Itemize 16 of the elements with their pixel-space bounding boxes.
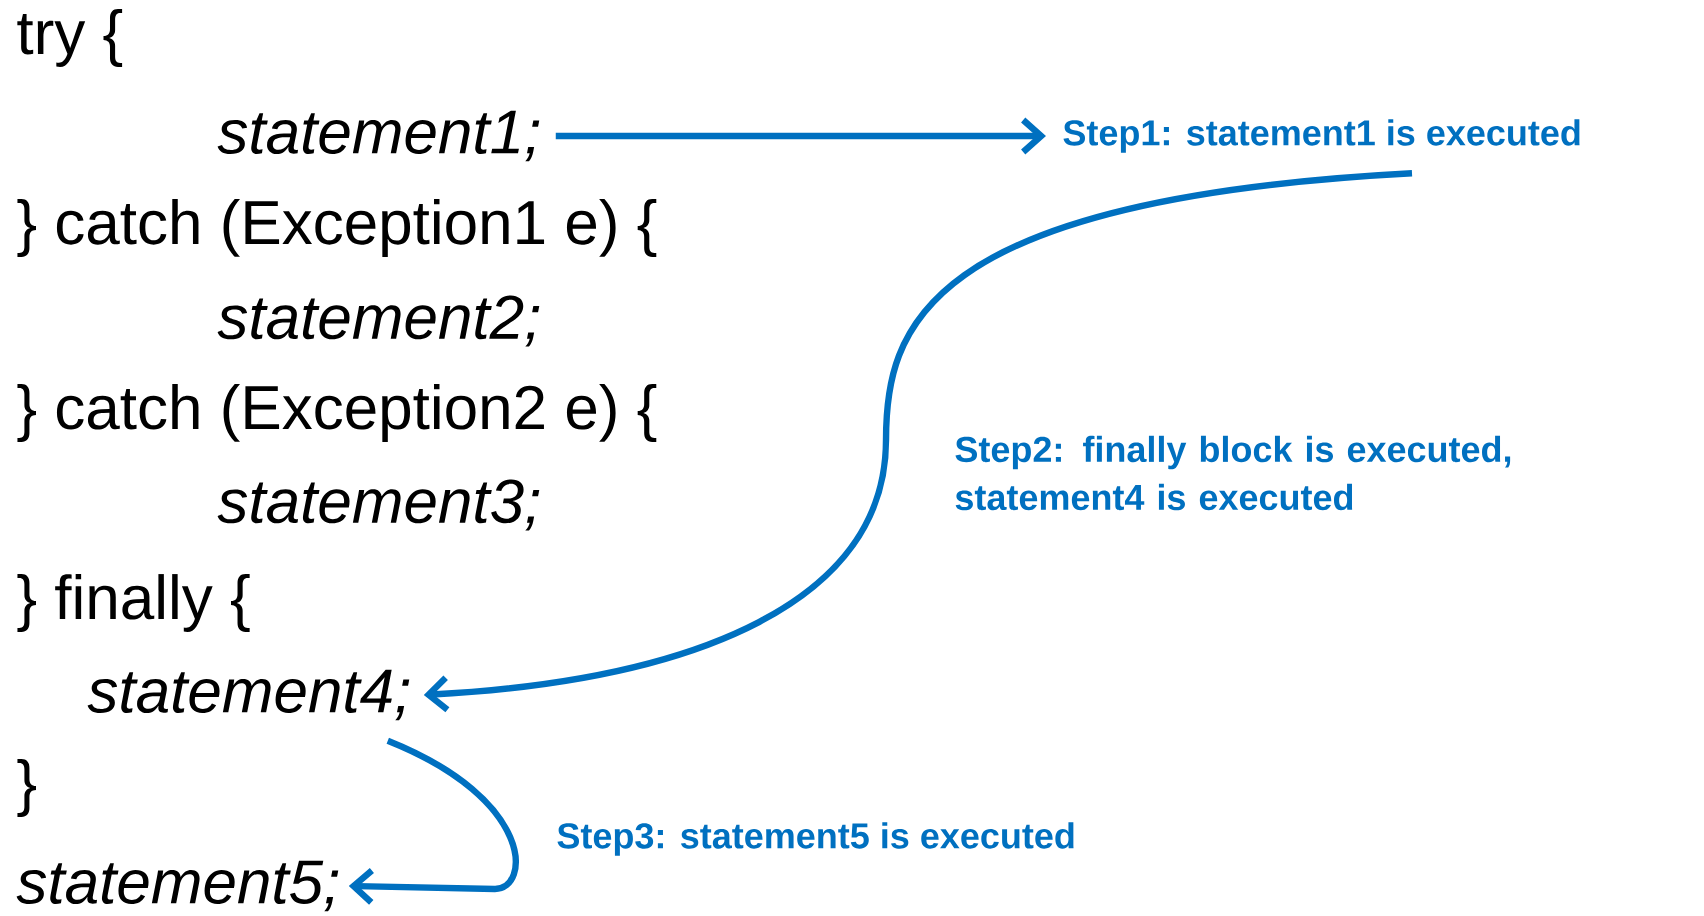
code-line: try { [17,9,123,67]
code-line: statement3; [217,479,540,531]
edge-label: Step3: statement5 is executed [557,822,1074,856]
code-line: statement2; [217,295,540,347]
edge-label: Step2: finally block is executed, statement4 is executed [955,435,1511,511]
code-line: statement1; [217,110,540,162]
code-line: } catch (Exception1 e) { [17,199,657,257]
arrow [348,737,519,905]
step-text: Step1: statement1 is executed [1063,119,1580,153]
arrow [1021,117,1046,155]
code-line: statement5; [16,860,339,912]
arrow [423,170,1413,713]
code-line: } [17,759,36,817]
code-line: } catch (Exception2 e) { [17,384,657,442]
code-line: } finally { [17,574,250,632]
code-line: statement4; [87,669,410,721]
